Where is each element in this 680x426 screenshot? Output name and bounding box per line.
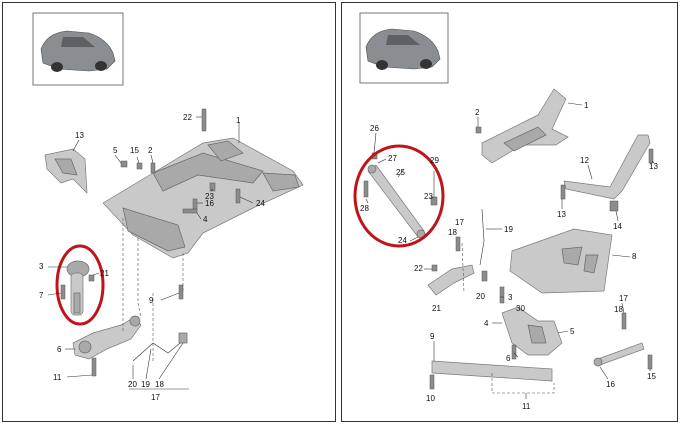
label-10: 10 (426, 394, 435, 403)
label-13-bottom: 13 (557, 210, 566, 219)
leader-lines-left (47, 116, 254, 390)
label-1: 1 (236, 116, 241, 125)
label-20: 20 (128, 380, 137, 389)
diagram-panel-rear-axle: 2 1 26 27 25 29 23 28 24 12 13 13 14 17 … (341, 2, 678, 422)
label-9: 9 (430, 332, 435, 341)
label-15: 15 (647, 372, 656, 381)
label-18-lower: 18 (614, 305, 623, 314)
label-23: 23 (205, 192, 214, 201)
link-part-16 (593, 342, 645, 367)
bolts-left (60, 108, 241, 377)
label-12: 12 (580, 156, 589, 165)
bracket-part-13 (44, 148, 88, 194)
link-part-17 (132, 332, 188, 362)
car-illustration-right (365, 28, 441, 70)
label-11: 11 (522, 402, 531, 411)
label-6: 6 (506, 354, 511, 363)
label-20: 20 (476, 292, 485, 301)
label-24: 24 (398, 236, 407, 245)
label-25: 25 (396, 168, 405, 177)
label-2: 2 (148, 146, 153, 155)
label-30: 30 (516, 304, 525, 313)
label-24: 24 (256, 199, 265, 208)
arm-part-21 (427, 264, 475, 296)
label-4: 4 (484, 319, 489, 328)
highlight-strut (55, 244, 105, 326)
label-8: 8 (632, 252, 637, 261)
label-13-top: 13 (649, 162, 658, 171)
label-23: 23 (424, 192, 433, 201)
label-11: 11 (53, 373, 62, 382)
label-19: 19 (504, 225, 513, 234)
car-illustration-left (40, 30, 116, 72)
diagram-panel-front-axle: 22 1 13 5 15 2 23 16 24 4 3 21 7 9 6 11 … (2, 2, 336, 422)
guide-lines-right (461, 242, 555, 394)
knuckle-part-5 (501, 306, 563, 356)
label-9: 9 (149, 296, 154, 305)
label-5: 5 (113, 146, 118, 155)
control-arm-part-6 (72, 315, 142, 360)
label-5: 5 (570, 327, 575, 336)
label-29: 29 (430, 156, 439, 165)
leader-lines-right (365, 102, 655, 399)
rear-axle-diagram: 2 1 26 27 25 29 23 28 24 12 13 13 14 17 … (353, 12, 658, 411)
label-14: 14 (613, 222, 622, 231)
label-7: 7 (39, 291, 44, 300)
label-16: 16 (205, 199, 214, 208)
highlight-strut-brace (353, 144, 445, 248)
label-22: 22 (414, 264, 423, 273)
rear-frame-part-1 (481, 88, 569, 164)
label-3: 3 (508, 293, 513, 302)
label-1: 1 (584, 101, 589, 110)
label-4: 4 (203, 215, 208, 224)
underbody-shield-part-8 (509, 228, 613, 294)
label-17: 17 (455, 218, 464, 227)
label-2: 2 (475, 108, 480, 117)
label-22: 22 (183, 113, 192, 122)
label-15: 15 (130, 146, 139, 155)
strut-part-3 (66, 260, 90, 316)
label-6: 6 (57, 345, 62, 354)
link-part-19 (479, 208, 485, 266)
label-21: 21 (100, 269, 109, 278)
label-28: 28 (360, 204, 369, 213)
beam-part-9 (431, 360, 553, 382)
label-27: 27 (388, 154, 397, 163)
label-18: 18 (448, 228, 457, 237)
bolts-right (363, 126, 654, 390)
label-16: 16 (606, 380, 615, 389)
guide-lines-left (122, 218, 184, 363)
label-26: 26 (370, 124, 379, 133)
front-axle-diagram: 22 1 13 5 15 2 23 16 24 4 3 21 7 9 6 11 … (32, 12, 304, 402)
label-17: 17 (151, 393, 160, 402)
label-18: 18 (155, 380, 164, 389)
bar-part-12 (563, 134, 651, 200)
label-3: 3 (39, 262, 44, 271)
front-subframe (102, 137, 304, 259)
label-21: 21 (432, 304, 441, 313)
strut-brace-part-25 (367, 164, 426, 239)
label-17-lower: 17 (619, 294, 628, 303)
label-13: 13 (75, 131, 84, 140)
label-19: 19 (141, 380, 150, 389)
